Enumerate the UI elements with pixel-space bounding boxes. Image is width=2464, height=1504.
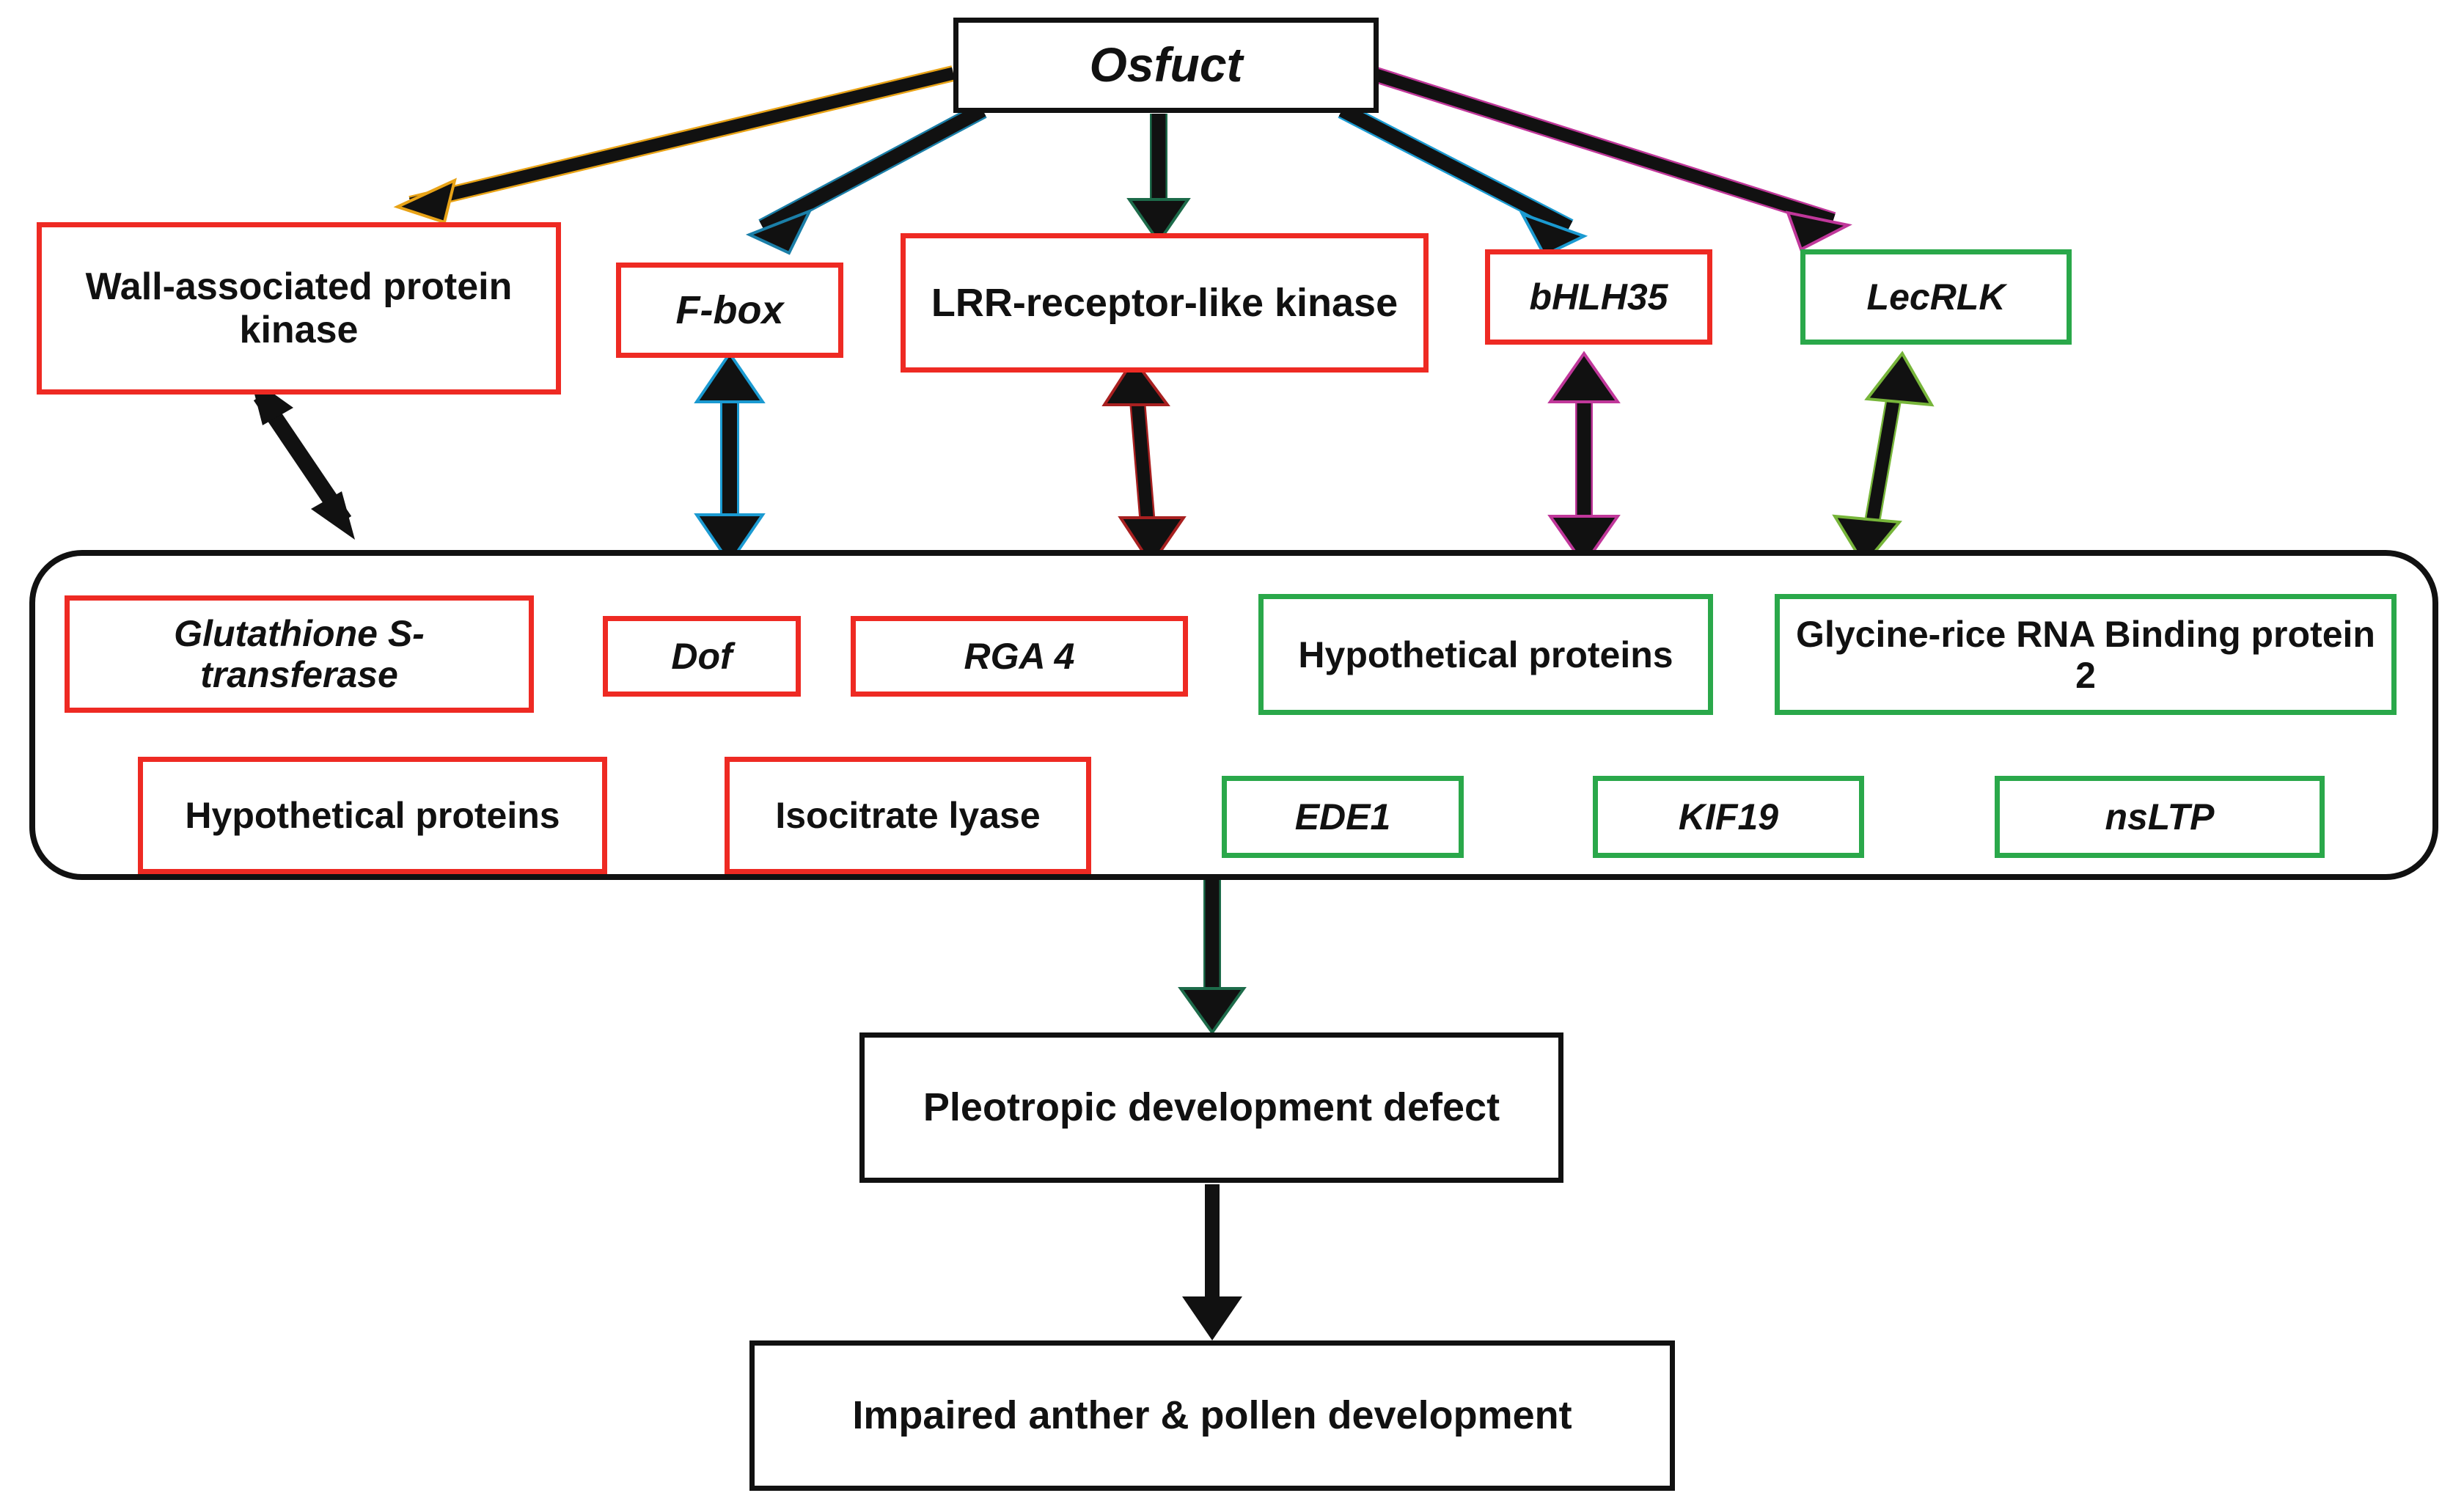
node-glutathione-s-transferase[interactable]: Glutathione S-transferase	[65, 595, 534, 713]
edge-lrr-kinase-pool-double	[1101, 356, 1187, 568]
node-glutathione-s-transferase-label: Glutathione S-transferase	[174, 613, 425, 695]
node-glycine-rice-rna-binding-protein-2-label: Glycine-rice RNA Binding protein 2	[1796, 613, 2375, 696]
node-lrr-receptor-like-kinase-label: LRR-receptor-like kinase	[931, 280, 1398, 325]
node-nsltp-label: nsLTP	[2105, 796, 2215, 837]
node-lecrlk[interactable]: LecRLK	[1800, 249, 2072, 345]
node-pleotropic-development-defect[interactable]: Pleotropic development defect	[859, 1032, 1563, 1183]
node-kif19[interactable]: KIF19	[1593, 776, 1864, 858]
node-impaired-anther-pollen-development[interactable]: Impaired anther & pollen development	[749, 1340, 1675, 1491]
node-pleotropic-development-defect-label: Pleotropic development defect	[923, 1085, 1500, 1130]
node-f-box-label: F-box	[675, 287, 784, 332]
edge-wall-kinase-pool-double	[250, 377, 355, 540]
node-glycine-rice-rna-binding-protein-2[interactable]: Glycine-rice RNA Binding protein 2	[1775, 594, 2397, 715]
node-wall-associated-protein-kinase[interactable]: Wall-associated protein kinase	[37, 222, 561, 395]
node-hypothetical-proteins-green[interactable]: Hypothetical proteins	[1258, 594, 1713, 715]
node-osfuct[interactable]: Osfuct	[953, 18, 1379, 113]
edge-lecrlk-pool-double	[1832, 351, 1935, 568]
edge-osfuct-to-f-box	[745, 102, 987, 255]
node-ede1[interactable]: EDE1	[1222, 776, 1464, 858]
node-isocitrate-lyase-label: Isocitrate lyase	[775, 795, 1041, 836]
edge-bhlh35-pool-double	[1547, 351, 1621, 568]
node-wall-associated-protein-kinase-label: Wall-associated protein kinase	[85, 265, 513, 351]
node-isocitrate-lyase[interactable]: Isocitrate lyase	[725, 757, 1091, 874]
node-rga-4[interactable]: RGA 4	[851, 616, 1188, 697]
node-impaired-anther-pollen-development-label: Impaired anther & pollen development	[852, 1393, 1572, 1438]
node-f-box[interactable]: F-box	[616, 263, 843, 358]
node-lecrlk-label: LecRLK	[1866, 276, 2006, 318]
node-bhlh35-label: bHLH35	[1529, 276, 1668, 318]
node-ede1-label: EDE1	[1294, 796, 1391, 837]
node-bhlh35[interactable]: bHLH35	[1485, 249, 1712, 345]
node-kif19-label: KIF19	[1678, 796, 1779, 837]
edge-pool-to-pleotropic	[1178, 880, 1247, 1035]
node-rga-4-label: RGA 4	[964, 636, 1075, 677]
node-hypothetical-proteins-red[interactable]: Hypothetical proteins	[138, 757, 607, 874]
edge-f-box-pool-double	[694, 351, 766, 566]
node-lrr-receptor-like-kinase[interactable]: LRR-receptor-like kinase	[901, 233, 1429, 373]
node-hypothetical-proteins-green-label: Hypothetical proteins	[1298, 634, 1673, 675]
node-dof-label: Dof	[671, 636, 733, 677]
edge-osfuct-to-lecrlk	[1368, 65, 1852, 252]
edge-osfuct-to-lrr-receptor-like-kinase	[1126, 114, 1191, 245]
node-nsltp[interactable]: nsLTP	[1995, 776, 2325, 858]
node-hypothetical-proteins-red-label: Hypothetical proteins	[185, 795, 560, 836]
edge-osfuct-to-wall-associated-protein-kinase	[393, 65, 956, 224]
node-osfuct-label: Osfuct	[1089, 37, 1243, 92]
edge-pleotropic-to-impaired	[1182, 1184, 1242, 1340]
node-dof[interactable]: Dof	[603, 616, 801, 697]
